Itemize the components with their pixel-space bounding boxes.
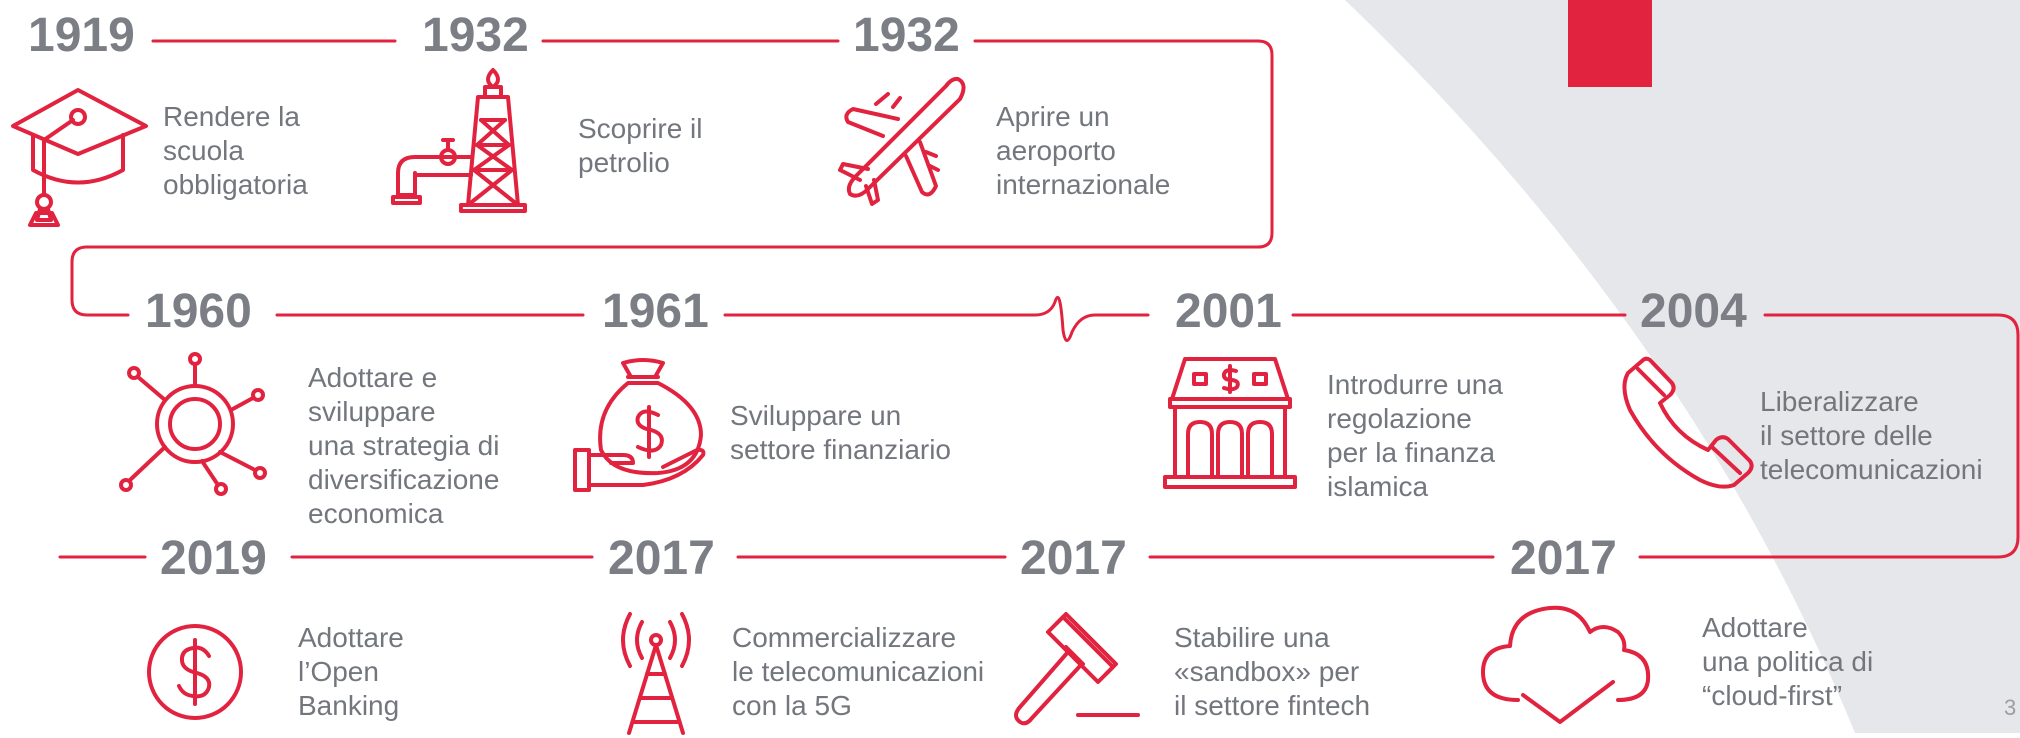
milestone-year-2017-fintech: 2017: [1020, 532, 1127, 585]
gavel-icon: [1008, 612, 1143, 733]
milestone-year-2017-5g: 2017: [608, 532, 715, 585]
milestone-year-2004: 2004: [1640, 285, 1747, 338]
milestone-label-telecom-liberalization: Liberalizzare il settore delle telecomun…: [1760, 386, 1983, 485]
antenna-tower-icon: [614, 612, 699, 735]
milestone-label-airport: Aprire un aeroporto internazionale: [996, 101, 1171, 200]
milestone-label-oil: Scoprire il petrolio: [578, 113, 703, 178]
accent-square: [1568, 0, 1652, 87]
money-bag-hand-icon: [573, 355, 718, 495]
milestone-label-islamic-finance: Introdurre una regolazione per la finanz…: [1327, 369, 1503, 502]
cloud-check-icon: [1478, 600, 1653, 725]
milestone-label-financial-sector: Sviluppare un settore finanziario: [730, 400, 952, 465]
milestone-label-fintech-sandbox: Stabilire una «sandbox» per il settore f…: [1174, 622, 1371, 721]
graduation-cap-icon: [8, 80, 148, 230]
bank-building-icon: [1160, 354, 1300, 494]
milestone-year-1961: 1961: [602, 285, 709, 338]
milestone-label-compulsory-school: Rendere la scuola obbligatoria: [163, 101, 308, 200]
page-number: 3: [2004, 695, 2017, 720]
milestone-year-2019: 2019: [160, 532, 267, 585]
milestone-year-2017-cloud: 2017: [1510, 532, 1617, 585]
milestone-year-1932-airport: 1932: [853, 9, 960, 62]
milestone-year-1932-oil: 1932: [422, 9, 529, 62]
milestone-label-diversification: Adottare e sviluppare una strategia di d…: [308, 362, 500, 529]
milestone-year-1960: 1960: [145, 285, 252, 338]
phone-handset-icon: [1620, 355, 1755, 490]
milestone-label-cloud-first: Adottare una politica di “cloud-first”: [1702, 612, 1874, 711]
dollar-circle-icon: [145, 622, 245, 722]
milestone-year-2001: 2001: [1175, 285, 1282, 338]
milestone-label-open-banking: Adottare l’Open Banking: [298, 622, 404, 721]
oil-derrick-icon: [391, 65, 543, 215]
airplane-icon: [838, 74, 968, 209]
milestone-year-1919: 1919: [28, 9, 135, 62]
milestone-label-5g: Commercializzare le telecomunicazioni co…: [732, 622, 985, 721]
network-hub-icon: [119, 352, 267, 497]
